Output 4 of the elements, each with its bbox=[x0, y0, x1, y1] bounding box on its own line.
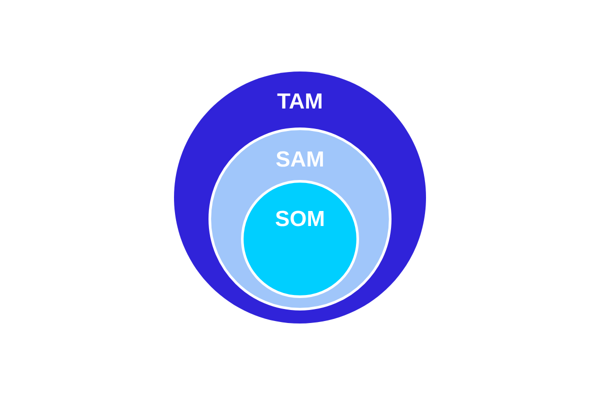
circle-label: SOM bbox=[276, 210, 324, 226]
circle-label: SAM bbox=[276, 151, 323, 167]
circle-label: TAM bbox=[277, 93, 322, 109]
circle bbox=[241, 180, 359, 298]
